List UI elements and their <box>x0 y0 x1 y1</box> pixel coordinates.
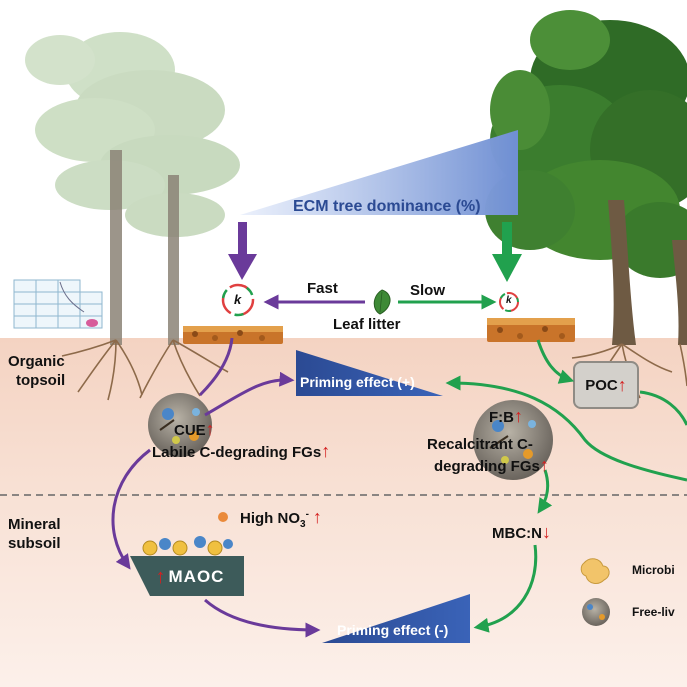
fast-label: Fast <box>307 280 338 297</box>
litter-layer-right <box>487 318 575 342</box>
organic-label-line1: Organic <box>8 353 65 370</box>
cue-increase-icon: ↑ <box>205 419 215 439</box>
decomp-symbol-slow: k <box>506 295 512 306</box>
flow-mbcn-to-priming-negative <box>473 544 538 633</box>
cell-network <box>13 279 103 329</box>
flow-poc-to-right <box>639 390 687 426</box>
leaf-litter-label: Leaf litter <box>333 316 401 333</box>
mbcn-label: MBC:N↓ <box>492 522 551 543</box>
recalcitrant-line2-wrap: degrading FGs↑ <box>427 455 549 477</box>
decomp-symbol-fast: k <box>234 292 242 307</box>
priming-positive-banner <box>296 350 443 396</box>
microbial-residue-icon <box>580 558 610 584</box>
broadleaf-tree <box>485 10 687 278</box>
conifer-trunk-1 <box>110 150 122 345</box>
cue-label: CUE↑ <box>174 419 215 440</box>
labile-increase-icon: ↑ <box>321 441 331 461</box>
recalcitrant-line2: degrading FGs <box>434 458 540 475</box>
labile-aggregate <box>148 393 212 457</box>
nitrate-prefix: High NO <box>240 510 300 527</box>
recalcitrant-increase-icon: ↑ <box>539 455 549 475</box>
flow-litter-to-labile <box>198 337 234 397</box>
flow-right-to-priming-positive <box>445 375 687 482</box>
recalcitrant-fgs-label: Recalcitrant C- degrading FGs↑ <box>427 435 549 477</box>
conifer-trunk-2 <box>168 175 179 345</box>
labile-text: Labile C-degrading FGs <box>152 444 322 461</box>
mbcn-decrease-icon: ↓ <box>542 522 551 542</box>
conifer-tree <box>25 32 240 237</box>
flow-labile-to-priming <box>204 371 295 417</box>
slow-label: Slow <box>410 282 446 299</box>
broadleaf-trunk <box>608 200 636 345</box>
maoc-text: MAOC <box>168 567 225 586</box>
flow-litter-to-poc <box>536 339 575 384</box>
nitrate-increase-icon: ↑ <box>312 507 322 527</box>
mineral-label-line1: Mineral <box>8 516 61 533</box>
decomposition-cycle-icon-fast <box>221 283 255 317</box>
nitrate-label: High NO3-↑ <box>240 507 322 530</box>
leaf-icon <box>373 289 391 315</box>
fb-label: F:B↑ <box>489 406 523 427</box>
organic-label-line2: topsoil <box>16 372 66 389</box>
mineral-particles <box>142 536 233 556</box>
labile-fgs-label: Labile C-degrading FGs↑ <box>152 441 330 462</box>
ecm-dominance-wedge <box>240 130 518 215</box>
maoc-label: ↑MAOC <box>140 560 240 594</box>
organic-topsoil-label: Organic topsoil <box>8 352 65 390</box>
green-down-arrow <box>492 222 522 282</box>
nitrate-dot <box>218 512 228 522</box>
flow-labile-to-maoc <box>111 448 151 570</box>
legend-freeliving-label: Free-liv <box>632 605 675 619</box>
legend-microbial-label: Microbi <box>632 563 675 577</box>
mineral-label-line2: subsoil <box>8 535 61 552</box>
poc-increase-icon: ↑ <box>617 374 627 395</box>
poc-label: POC↑ <box>578 368 634 402</box>
conifer-roots <box>61 339 229 401</box>
priming-negative-banner <box>322 594 470 643</box>
priming-negative-label: Priming effect (-) <box>337 622 449 638</box>
cue-text: CUE <box>174 422 206 439</box>
recalcitrant-line1: Recalcitrant C- <box>427 436 533 453</box>
free-living-microbe-icon <box>582 598 610 626</box>
fb-increase-icon: ↑ <box>514 406 523 426</box>
mbcn-text: MBC:N <box>492 525 542 542</box>
nitrate-sup: - <box>305 509 309 520</box>
litter-layer-left <box>183 326 283 344</box>
recalcitrant-aggregate <box>473 400 553 480</box>
gradient-label: ECM tree dominance (%) <box>293 198 481 215</box>
fb-text: F:B <box>489 409 514 426</box>
priming-positive-label: Priming effect (+) <box>300 374 415 390</box>
maoc-box <box>130 556 244 596</box>
flow-recalcitrant-to-mbcn <box>537 469 553 514</box>
decomposition-cycle-icon-slow <box>499 292 519 312</box>
poc-text: POC <box>585 376 618 394</box>
maoc-increase-icon: ↑ <box>155 565 167 588</box>
flow-maoc-to-priming <box>204 598 321 638</box>
purple-down-arrow <box>228 222 257 280</box>
poc-box <box>573 361 639 409</box>
broadleaf-trunk-right <box>672 240 687 345</box>
nitrate-sub: 3 <box>300 519 306 530</box>
mineral-subsoil-label: Mineral subsoil <box>8 515 61 553</box>
